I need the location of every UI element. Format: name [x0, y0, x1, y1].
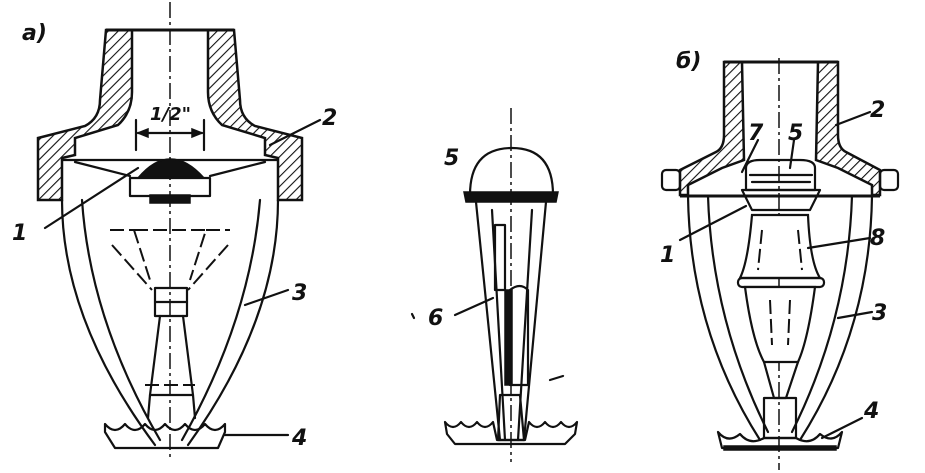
deflector-middle: [443, 420, 579, 446]
callout-1-right: 1: [660, 243, 675, 268]
callout-5-right: 5: [788, 121, 803, 146]
frame-middle-outer: [474, 200, 548, 442]
callout-4-right: 4: [863, 399, 879, 424]
callout-1: 1: [12, 221, 27, 246]
leader-b-3: [836, 310, 874, 320]
leader-1: [43, 166, 140, 230]
fusible-lines: [748, 173, 814, 184]
callout-6: 6: [428, 306, 443, 331]
frame-arm-left-outer: [60, 198, 157, 447]
leader-6: [453, 296, 495, 317]
frame-arm-right-outer: [186, 198, 280, 447]
lug-right: [878, 168, 900, 192]
callout-8: 8: [870, 226, 885, 251]
bulb-upper: [738, 213, 822, 280]
bulb-lower: [743, 285, 817, 364]
panel-a-label: а): [22, 21, 47, 46]
bulb-band: [736, 276, 826, 289]
frame-b-right-inner: [790, 194, 854, 434]
lug-left: [660, 168, 682, 192]
leader-b-5: [788, 138, 796, 170]
bulb-tip: [762, 360, 800, 400]
frame-arm-right-inner: [180, 198, 262, 442]
sprinkler-a: а) 1/2": [12, 2, 337, 460]
callout-2: 2: [322, 106, 337, 131]
callout-3-right: 3: [872, 301, 887, 326]
frame-b-left-outer: [686, 194, 762, 442]
callout-7: 7: [748, 121, 764, 146]
callout-2-right: 2: [870, 98, 885, 123]
sprinkler-b: б) 7 5: [660, 49, 900, 470]
frame-arm-left-inner: [80, 198, 162, 442]
deflector-b: [716, 430, 844, 450]
frame-b-left-inner: [706, 194, 770, 434]
dim-arrow-left: [135, 127, 149, 139]
leader-b-2: [834, 110, 872, 127]
bulb-shading: [757, 229, 803, 346]
body-right: [206, 28, 304, 202]
body-left: [36, 28, 134, 202]
fusible-cap: [136, 158, 206, 179]
lever-rod: [493, 223, 507, 292]
leader-b-7: [740, 138, 760, 174]
callout-3: 3: [292, 281, 307, 306]
callout-5-middle: 5: [444, 146, 459, 171]
leader-2: [268, 118, 322, 147]
stray-dot: [410, 312, 416, 320]
body-b-right: [814, 60, 882, 197]
strut-dashed: [110, 229, 230, 386]
sprinkler-middle: 5 6: [410, 108, 579, 462]
leader-b-1: [678, 204, 748, 242]
dome-base: [463, 191, 559, 203]
cap-base: [128, 176, 212, 198]
valve-cap: [740, 188, 822, 212]
lever-strip: [504, 289, 513, 386]
cone: [148, 314, 195, 397]
deflector: [103, 422, 227, 450]
dimension-label: 1/2": [150, 104, 191, 125]
leader-b-8: [806, 236, 872, 250]
frame-b-right-outer: [798, 194, 874, 442]
deflector-b-base: [723, 445, 837, 451]
body-b-left: [678, 60, 746, 197]
fusible-dome: [468, 146, 555, 197]
callout-4: 4: [291, 426, 307, 451]
panel-b-label: б): [676, 49, 701, 74]
dim-arrow-right: [191, 127, 205, 139]
leader-3: [243, 288, 290, 307]
stray-mark: [548, 374, 565, 382]
fusible-element: [744, 158, 817, 192]
leader-b-4: [820, 416, 864, 440]
stem: [146, 393, 197, 420]
cap-plate: [149, 194, 191, 204]
lever-body: [508, 284, 530, 387]
